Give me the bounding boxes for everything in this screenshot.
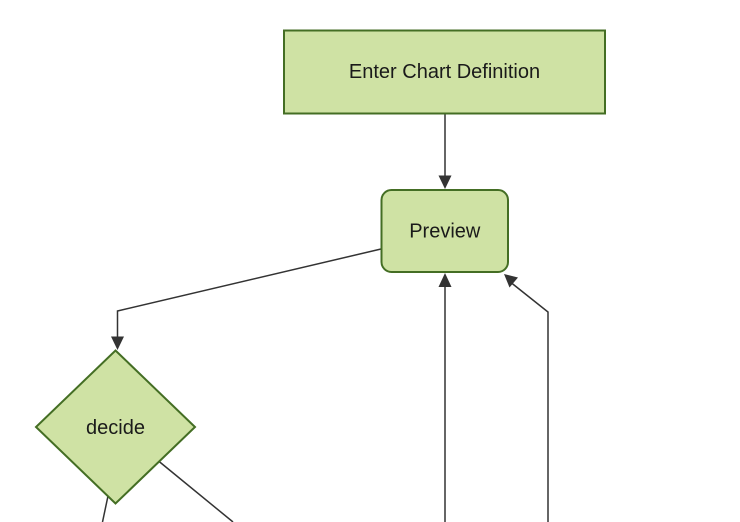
node-preview [380, 189, 509, 273]
node-preview-label: Preview [409, 221, 481, 243]
edge-decide-to-offscreen-right [158, 460, 234, 522]
edge-preview-to-decide [116, 248, 382, 339]
node-enter-chart-definition-label: Enter Chart Definition [349, 61, 540, 83]
node-decide-label: decide [86, 417, 145, 439]
node-decide [34, 349, 197, 505]
node-enter-chart-definition [283, 29, 606, 115]
arrowhead-icon [438, 273, 452, 287]
arrowhead-icon [438, 175, 452, 189]
edge-decide-to-offscreen-left [101, 495, 109, 522]
arrowhead-icon [111, 336, 124, 350]
arrowhead-icon [504, 274, 518, 288]
edge-offscreen-to-preview-corner [508, 280, 549, 522]
